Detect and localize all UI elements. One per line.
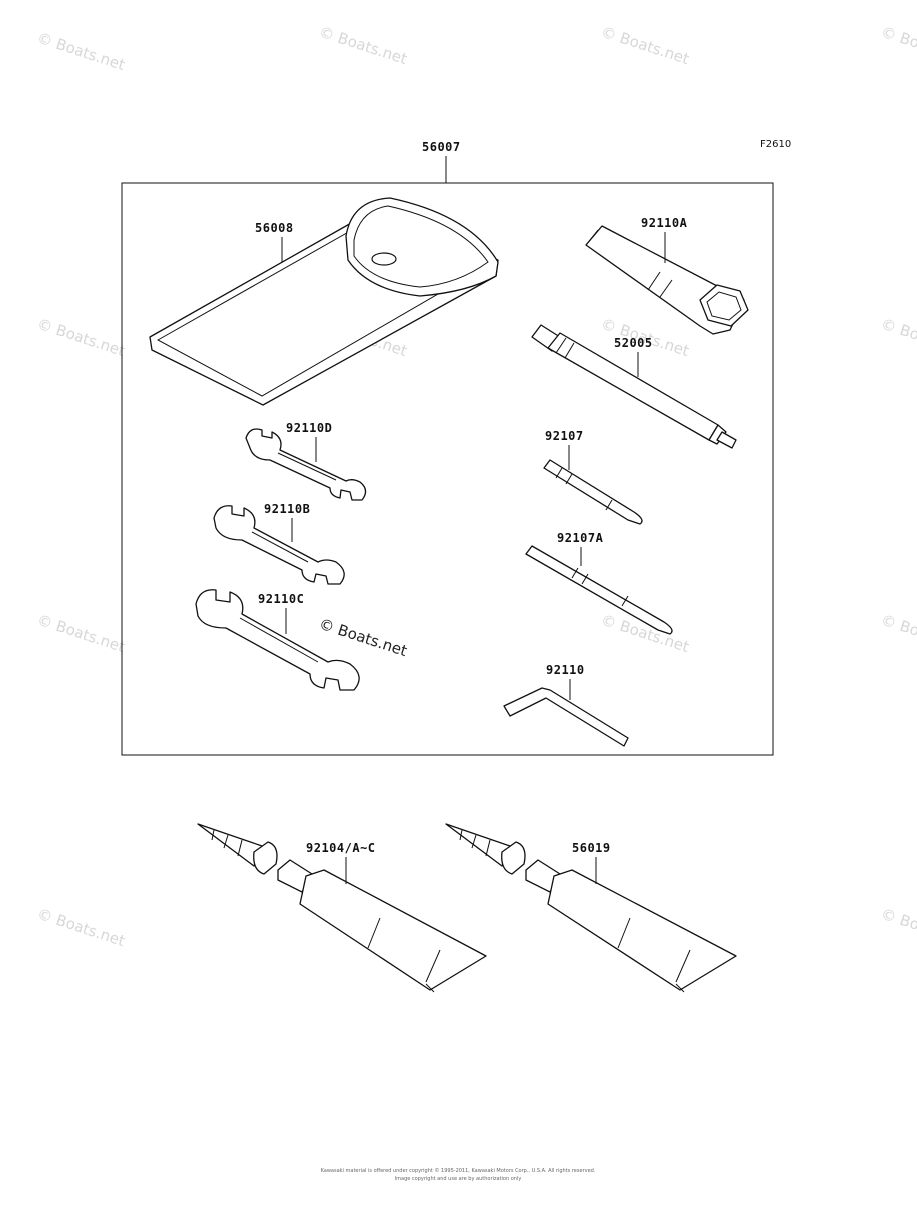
label-92110: 92110 — [546, 663, 585, 677]
watermark: © Boats.net — [317, 23, 410, 68]
footer-authorization: Image copyright and use are by authoriza… — [395, 1176, 522, 1182]
label-56007: 56007 — [422, 140, 461, 154]
watermark: © Boats.net — [599, 23, 692, 68]
watermark-inline: © Boats.net — [317, 615, 410, 660]
watermark: © Boats.net — [879, 611, 917, 656]
screwdriver-double — [525, 545, 673, 635]
label-92110D: 92110D — [286, 421, 332, 435]
label-92110B: 92110B — [264, 502, 310, 516]
wrench-small — [245, 428, 367, 501]
label-92107: 92107 — [545, 429, 584, 443]
label-92107A: 92107A — [557, 531, 604, 545]
label-56008: 56008 — [255, 221, 294, 235]
watermark: © Boats.net — [879, 905, 917, 950]
grease-tube — [197, 823, 487, 993]
watermark-layer: © Boats.net © Boats.net © Boats.net © Bo… — [35, 23, 917, 950]
watermark: © Boats.net — [35, 905, 128, 950]
wrench-medium — [213, 505, 345, 585]
label-56019: 56019 — [572, 841, 611, 855]
footer-copyright: Kawasaki material is offered under copyr… — [321, 1167, 596, 1174]
hex-key — [503, 687, 629, 747]
label-92110A: 92110A — [641, 216, 688, 230]
watermark: © Boats.net — [35, 29, 128, 74]
toolkit-frame — [121, 182, 774, 756]
label-52005: 52005 — [614, 336, 653, 350]
figure-id: F2610 — [760, 139, 791, 150]
spark-plug-wrench — [585, 225, 749, 335]
extension-handle — [531, 324, 737, 449]
label-92110C: 92110C — [258, 592, 304, 606]
watermark: © Boats.net — [879, 23, 917, 68]
watermark: © Boats.net — [35, 315, 128, 360]
label-92104: 92104/A~C — [306, 841, 376, 855]
watermark: © Boats.net — [35, 611, 128, 656]
screwdriver — [543, 459, 643, 525]
wrench-large — [195, 589, 360, 691]
tool-bag — [149, 197, 499, 406]
sealant-tube — [445, 823, 737, 993]
watermark: © Boats.net — [879, 315, 917, 360]
